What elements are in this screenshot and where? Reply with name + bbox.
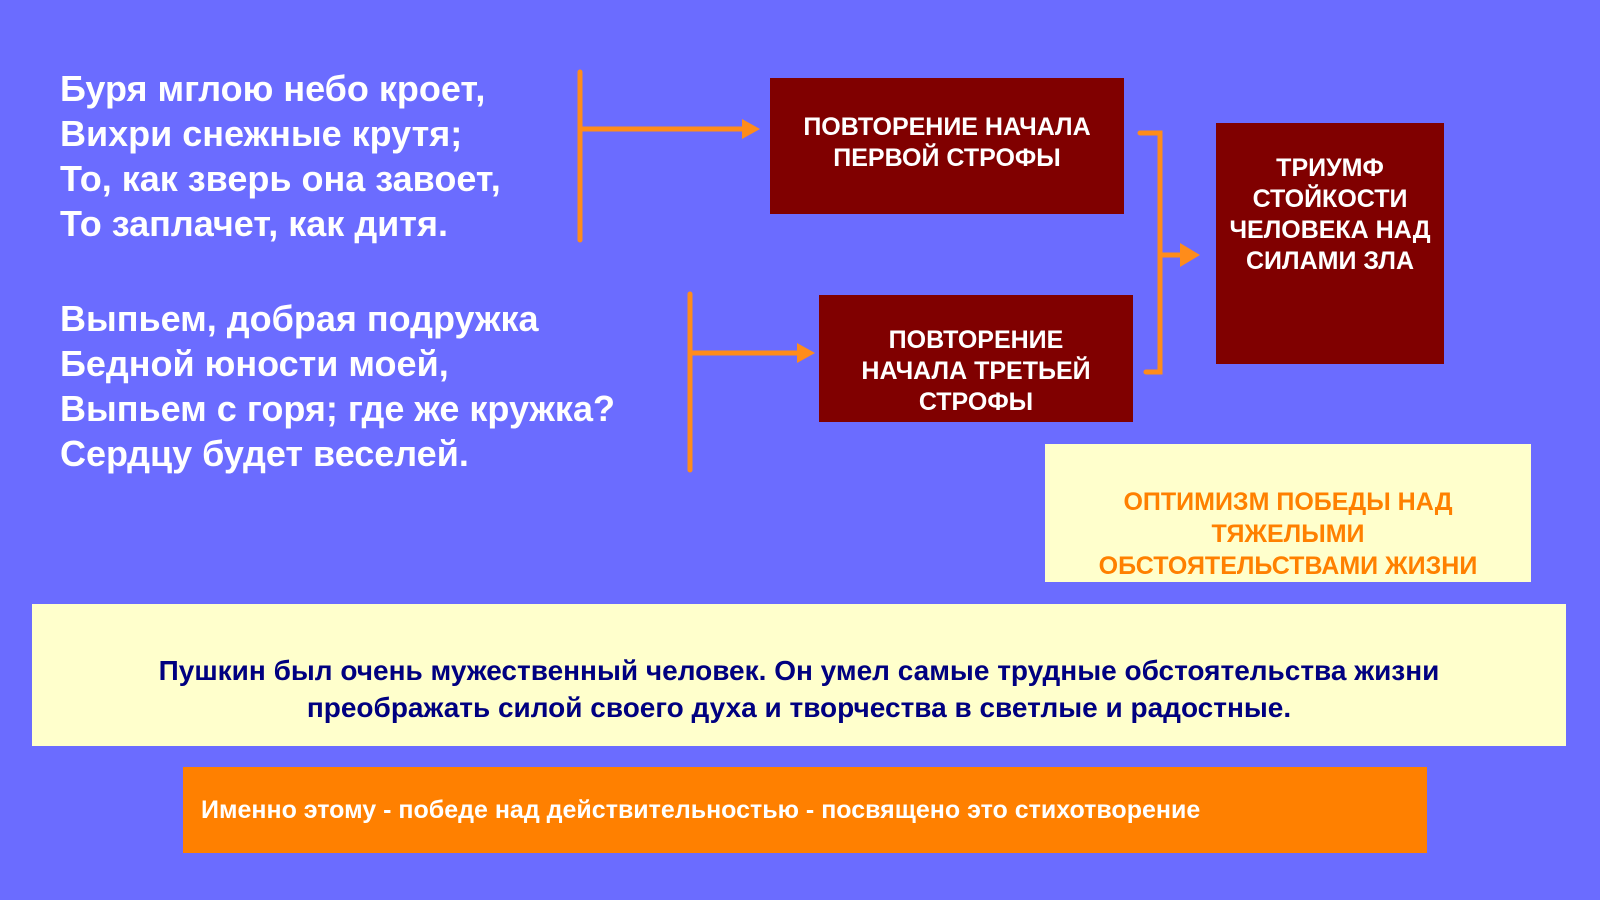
box-line: ТРИУМФ bbox=[1276, 154, 1384, 182]
optimism-line: ОПТИМИЗМ ПОБЕДЫ НАД bbox=[1123, 488, 1453, 516]
poem-stanza-2: Выпьем, добрая подружка Бедной юности мо… bbox=[60, 296, 615, 476]
conclusion-banner: Именно этому - победе над действительнос… bbox=[183, 767, 1427, 853]
box-line: ЧЕЛОВЕКА НАД bbox=[1229, 216, 1431, 244]
box-line: ПОВТОРЕНИЕ НАЧАЛА bbox=[803, 113, 1091, 141]
summary-line: преображать силой своего духа и творчест… bbox=[306, 692, 1292, 723]
box-line: НАЧАЛА ТРЕТЬЕЙ bbox=[861, 357, 1091, 385]
poem-line: Буря мглою небо кроет, bbox=[60, 68, 486, 109]
poem-line: Вихри снежные крутя; bbox=[60, 113, 463, 154]
box-line: СТОЙКОСТИ bbox=[1252, 185, 1408, 213]
box-line: СИЛАМИ ЗЛА bbox=[1246, 247, 1414, 275]
summary-box: Пушкин был очень мужественный человек. О… bbox=[32, 604, 1566, 746]
summary-line: Пушкин был очень мужественный человек. О… bbox=[158, 655, 1440, 686]
optimism-line: ОБСТОЯТЕЛЬСТВАМИ ЖИЗНИ bbox=[1098, 552, 1478, 580]
box-line: ПЕРВОЙ СТРОФЫ bbox=[833, 144, 1061, 172]
poem-line: То заплачет, как дитя. bbox=[60, 203, 448, 244]
box-line: ПОВТОРЕНИЕ bbox=[888, 326, 1064, 354]
poem-line: Сердцу будет веселей. bbox=[60, 433, 469, 474]
optimism-box: ОПТИМИЗМ ПОБЕДЫ НАД ТЯЖЕЛЫМИ ОБСТОЯТЕЛЬС… bbox=[1045, 444, 1531, 582]
conclusion-text: Именно этому - победе над действительнос… bbox=[201, 795, 1201, 824]
box-first-stanza-repeat: ПОВТОРЕНИЕ НАЧАЛА ПЕРВОЙ СТРОФЫ bbox=[770, 78, 1124, 214]
optimism-line: ТЯЖЕЛЫМИ bbox=[1211, 520, 1365, 548]
box-third-stanza-repeat: ПОВТОРЕНИЕ НАЧАЛА ТРЕТЬЕЙ СТРОФЫ bbox=[819, 295, 1133, 422]
poem-line: Выпьем, добрая подружка bbox=[60, 298, 539, 339]
poem-line: Выпьем с горя; где же кружка? bbox=[60, 388, 615, 429]
box-line: СТРОФЫ bbox=[918, 388, 1034, 416]
poem-line: Бедной юности моей, bbox=[60, 343, 449, 384]
poem-line: То, как зверь она завоет, bbox=[60, 158, 501, 199]
box-triumph: ТРИУМФ СТОЙКОСТИ ЧЕЛОВЕКА НАД СИЛАМИ ЗЛА bbox=[1216, 123, 1444, 364]
poem-stanza-1: Буря мглою небо кроет, Вихри снежные кру… bbox=[60, 66, 501, 246]
bracket-boxes bbox=[1137, 130, 1163, 375]
